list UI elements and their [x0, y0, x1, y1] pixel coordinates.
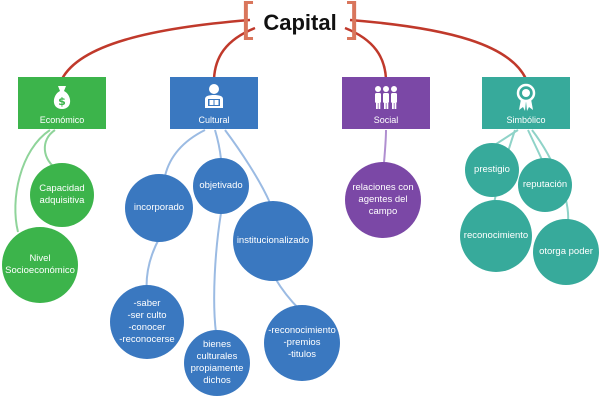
category-economico: $ Económico	[18, 77, 106, 129]
link-capital-simbolico	[349, 18, 528, 80]
link-cultural-objetivado	[214, 129, 222, 160]
bracket-left: [	[240, 0, 258, 45]
node-relaciones: relaciones con agentes del campo	[345, 162, 421, 238]
category-label: Cultural	[198, 115, 230, 125]
node-objetivado: objetivado	[193, 158, 249, 214]
category-social: Social	[342, 77, 430, 129]
people-group-icon	[375, 86, 397, 109]
link-social-relaciones	[383, 129, 387, 164]
reader-icon	[205, 84, 223, 108]
money-bag-icon: $	[53, 86, 71, 109]
link-cultural-institucionalizado	[224, 129, 271, 204]
node-otorga-poder: otorga poder	[533, 219, 599, 285]
category-cultural: Cultural	[170, 77, 258, 129]
category-simbolico: Simbólico	[482, 77, 570, 129]
category-label: Social	[373, 115, 399, 125]
link-objetivado-detail	[213, 212, 222, 334]
capital-root-node: [ Capital ]	[240, 0, 360, 42]
link-capital-economico	[60, 18, 251, 80]
node-institucionalizado-detail: -reconocimiento -premios -titulos	[264, 305, 340, 381]
category-label: Económico	[39, 115, 85, 125]
link-capital-cultural	[212, 26, 256, 80]
capital-title: Capital	[263, 10, 337, 35]
bracket-right: ]	[342, 0, 360, 45]
link-economico-nivel	[14, 129, 51, 233]
node-reconocimiento: reconocimiento	[460, 200, 532, 272]
node-capacidad-adquisitiva: Capacidad adquisitiva	[30, 163, 94, 227]
node-prestigio: prestigio	[465, 143, 519, 197]
node-objetivado-detail: bienes culturales propiamente dichos	[184, 330, 250, 396]
link-cultural-incorporado	[164, 129, 206, 177]
svg-text:$: $	[58, 95, 66, 108]
node-incorporado: incorporado	[125, 174, 193, 242]
node-reputacion: reputación	[518, 158, 572, 212]
award-ribbon-icon	[516, 83, 536, 111]
node-incorporado-detail: -saber -ser culto -conocer -reconocerse	[110, 285, 184, 359]
link-capital-social	[344, 26, 388, 80]
category-label: Simbólico	[506, 115, 546, 125]
node-nivel-socioeconomico: Nivel Socioeconómico	[2, 227, 78, 303]
node-institucionalizado: institucionalizado	[233, 201, 313, 281]
